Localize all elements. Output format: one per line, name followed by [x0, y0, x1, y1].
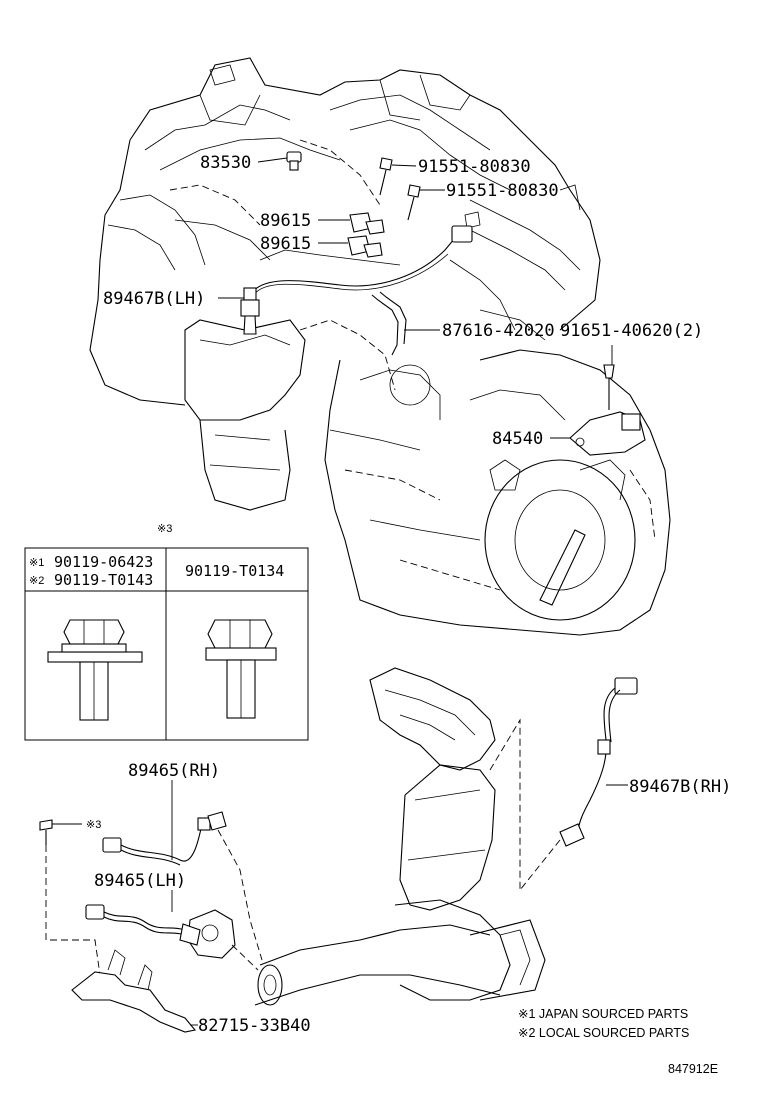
- bolt-91551-parts: [379, 157, 421, 221]
- oxygen-sensor-89467b-rh: [559, 677, 638, 847]
- switch-84540-part: [569, 364, 646, 456]
- figure-id: 847912E: [668, 1062, 718, 1076]
- sensor-89615-parts: [347, 212, 385, 258]
- fastener-table: ※3 ※1 90119-06423 ※2 90119-T0143 90119-T…: [24, 523, 309, 741]
- callout-89467b-lh: 89467B(LH): [103, 289, 205, 309]
- callout-87616: 87616-42020: [442, 321, 555, 341]
- fastener-table-ref-mark: ※3: [157, 523, 172, 535]
- row1-prefix: ※1: [29, 557, 44, 569]
- callout-89615-upper: 89615: [260, 211, 311, 231]
- callout-91551-upper: 91551-80830: [418, 157, 531, 177]
- callout-83530: 83530: [200, 153, 251, 173]
- callout-82715: 82715-33B40: [198, 1016, 311, 1036]
- callout-89465-lh: 89465(LH): [94, 871, 186, 891]
- knock-sensor-part: [286, 151, 302, 171]
- col2-part-number: 90119-T0134: [185, 562, 284, 580]
- flange-bolt-nut-icon: [47, 619, 143, 721]
- ref3-bolt-mark: ※3: [86, 819, 101, 831]
- row2-part-number: 90119-T0143: [54, 571, 153, 589]
- clamp-87616-part: [371, 291, 407, 356]
- flange-bolt-icon: [205, 619, 277, 719]
- oxygen-sensor-89465-lh: [85, 904, 201, 946]
- engine-illustration: [89, 57, 671, 636]
- callout-84540: 84540: [492, 429, 543, 449]
- callout-89467b-rh: 89467B(RH): [629, 777, 731, 797]
- note-japan-sourced: ※1 JAPAN SOURCED PARTS: [518, 1007, 688, 1021]
- callout-91651: 91651-40620(2): [560, 321, 703, 341]
- oxygen-sensor-lh-upper: [240, 225, 473, 335]
- callout-91551-lower: 91551-80830: [446, 181, 559, 201]
- note-local-sourced: ※2 LOCAL SOURCED PARTS: [518, 1026, 689, 1040]
- row1-part-number: 90119-06423: [54, 553, 153, 571]
- row2-prefix: ※2: [29, 575, 44, 587]
- callout-89615-lower: 89615: [260, 234, 311, 254]
- exhaust-illustration: [187, 667, 561, 1006]
- callout-89465-rh: 89465(RH): [128, 761, 220, 781]
- bracket-82715-part: [39, 819, 197, 1033]
- leader-lines: [52, 157, 628, 1026]
- oxygen-sensor-89465-rh: [102, 811, 227, 866]
